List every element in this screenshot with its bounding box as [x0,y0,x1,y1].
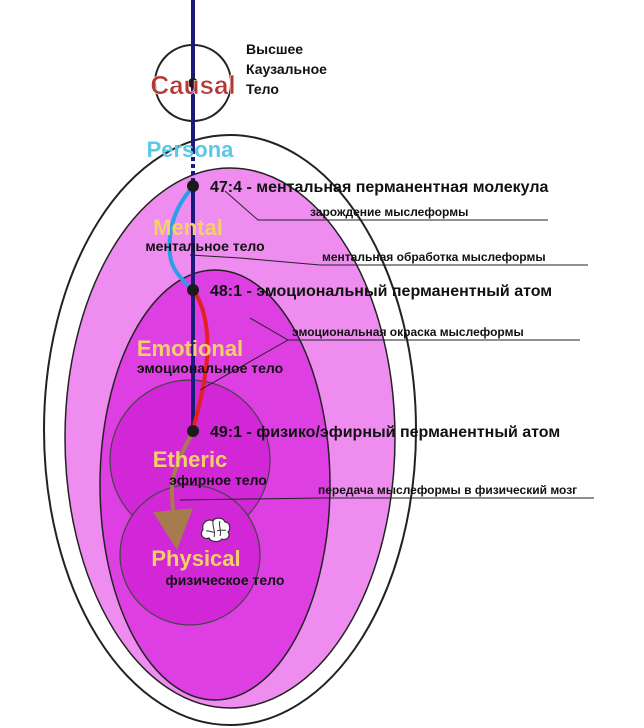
causal-label: Causal [150,70,235,100]
annotation-4: передача мыслеформы в физический мозг [318,483,577,497]
thread-blue [167,186,195,292]
thread-red [191,288,210,431]
causal-side-label-1: Высшее [246,41,303,57]
mental-label: Mental [153,215,223,240]
annotation-3: эмоциональная окраска мыслеформы [292,325,524,339]
atom-node-mental [187,180,199,192]
physical-ru-label: физическое тело [166,572,285,588]
atom-node-physical [187,425,199,437]
annotation-1: зарождение мыслеформы [310,205,468,219]
atom-node-emotional [187,284,199,296]
causal-side-label-3: Тело [246,81,279,97]
thread-brown [153,431,195,550]
leader-line-3b [199,339,289,391]
emotional-label: Emotional [137,336,243,361]
etheric-label: Etheric [153,447,228,472]
persona-label: Persona [147,137,235,162]
brain-icon [200,517,231,543]
atom-label-mental: 47:4 - ментальная перманентная молекула [210,179,548,196]
emotional-ru-label: эмоциональное тело [137,360,283,376]
leader-line-1 [224,190,548,221]
etheric-ru-label: эфирное тело [169,472,267,488]
physical-label: Physical [151,546,240,571]
leader-line-4 [179,497,594,501]
atom-label-physical: 49:1 - физико/эфирный перманентный атом [210,424,560,441]
mental-ru-label: ментальное тело [145,238,264,254]
causal-side-label-2: Каузальное [246,61,327,77]
annotation-2: ментальная обработка мыслеформы [322,250,546,264]
atom-label-emotional: 48:1 - эмоциональный перманентный атом [210,283,552,300]
atom-node-top [188,78,198,88]
leader-line-2 [189,254,588,266]
